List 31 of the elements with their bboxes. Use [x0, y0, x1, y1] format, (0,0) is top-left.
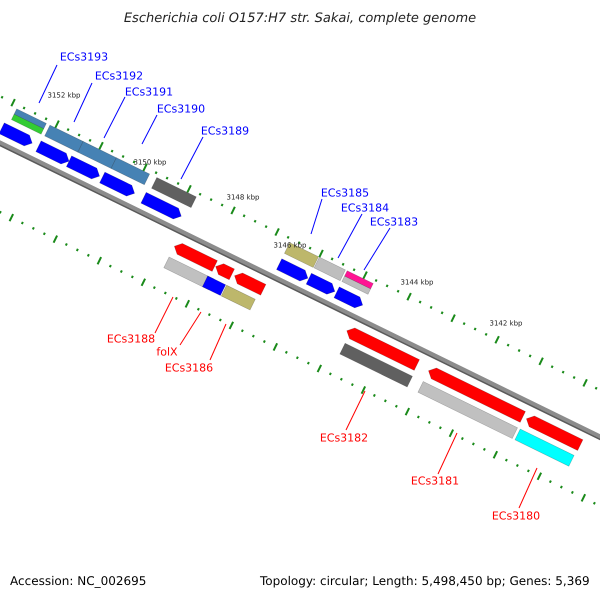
leader-line [180, 136, 204, 180]
leader-line [346, 390, 366, 430]
gene-label: ECs3180 [492, 510, 540, 522]
leader-line [364, 228, 390, 270]
leader-line [104, 96, 126, 138]
leader-line [180, 312, 202, 346]
leader-line [38, 64, 58, 104]
leader-line [74, 82, 92, 122]
gene-label: ECs3193 [60, 52, 108, 62]
gene-label: ECs3191 [124, 86, 174, 98]
footer-text: Accession: NC_002695 [10, 575, 146, 587]
leader-line [310, 198, 322, 234]
gene-label: ECs3185 [320, 188, 370, 198]
gene-label: ECs3182 [320, 432, 368, 444]
gene-label: ECs3184 [340, 202, 390, 214]
leader-line [154, 296, 174, 334]
gene-label: ECs3192 [94, 70, 144, 82]
gene-label: ECs3189 [200, 126, 250, 136]
gene-label: ECs3188 [106, 334, 156, 344]
leader-line [438, 432, 458, 474]
gene-label: ECs3190 [156, 104, 206, 114]
leader-line [142, 114, 158, 144]
gene-label: ECs3183 [370, 216, 418, 228]
leader-line [518, 468, 538, 508]
gene-label: ECs3181 [410, 476, 460, 486]
gene-label: ECs3186 [164, 362, 214, 374]
leader-line [210, 324, 226, 360]
map-title: Escherichia coli O157:H7 str. Sakai, complete genome [122, 12, 478, 25]
footer-text: Topology: circular; Length: 5,498,450 bp; Genes: 5,369 [260, 575, 590, 587]
leader-line [338, 214, 362, 258]
gene-label: folX [156, 346, 178, 358]
